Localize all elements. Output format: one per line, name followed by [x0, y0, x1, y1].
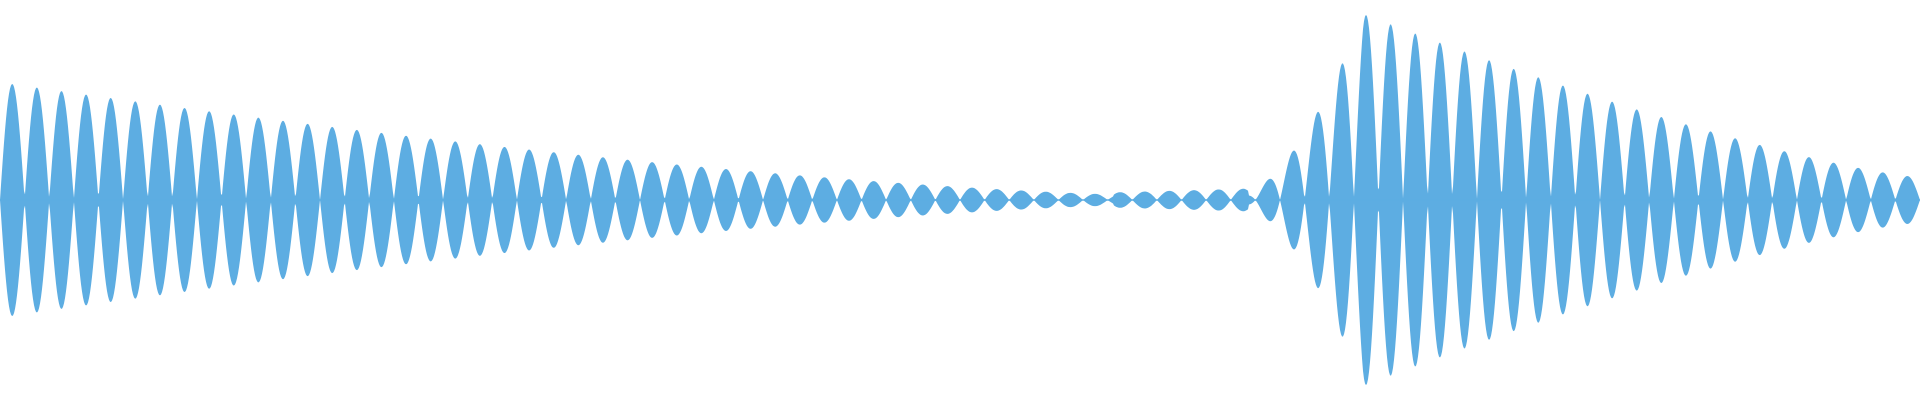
- waveform-center-line: [0, 199, 1920, 201]
- waveform-shape-group: [0, 14, 1920, 386]
